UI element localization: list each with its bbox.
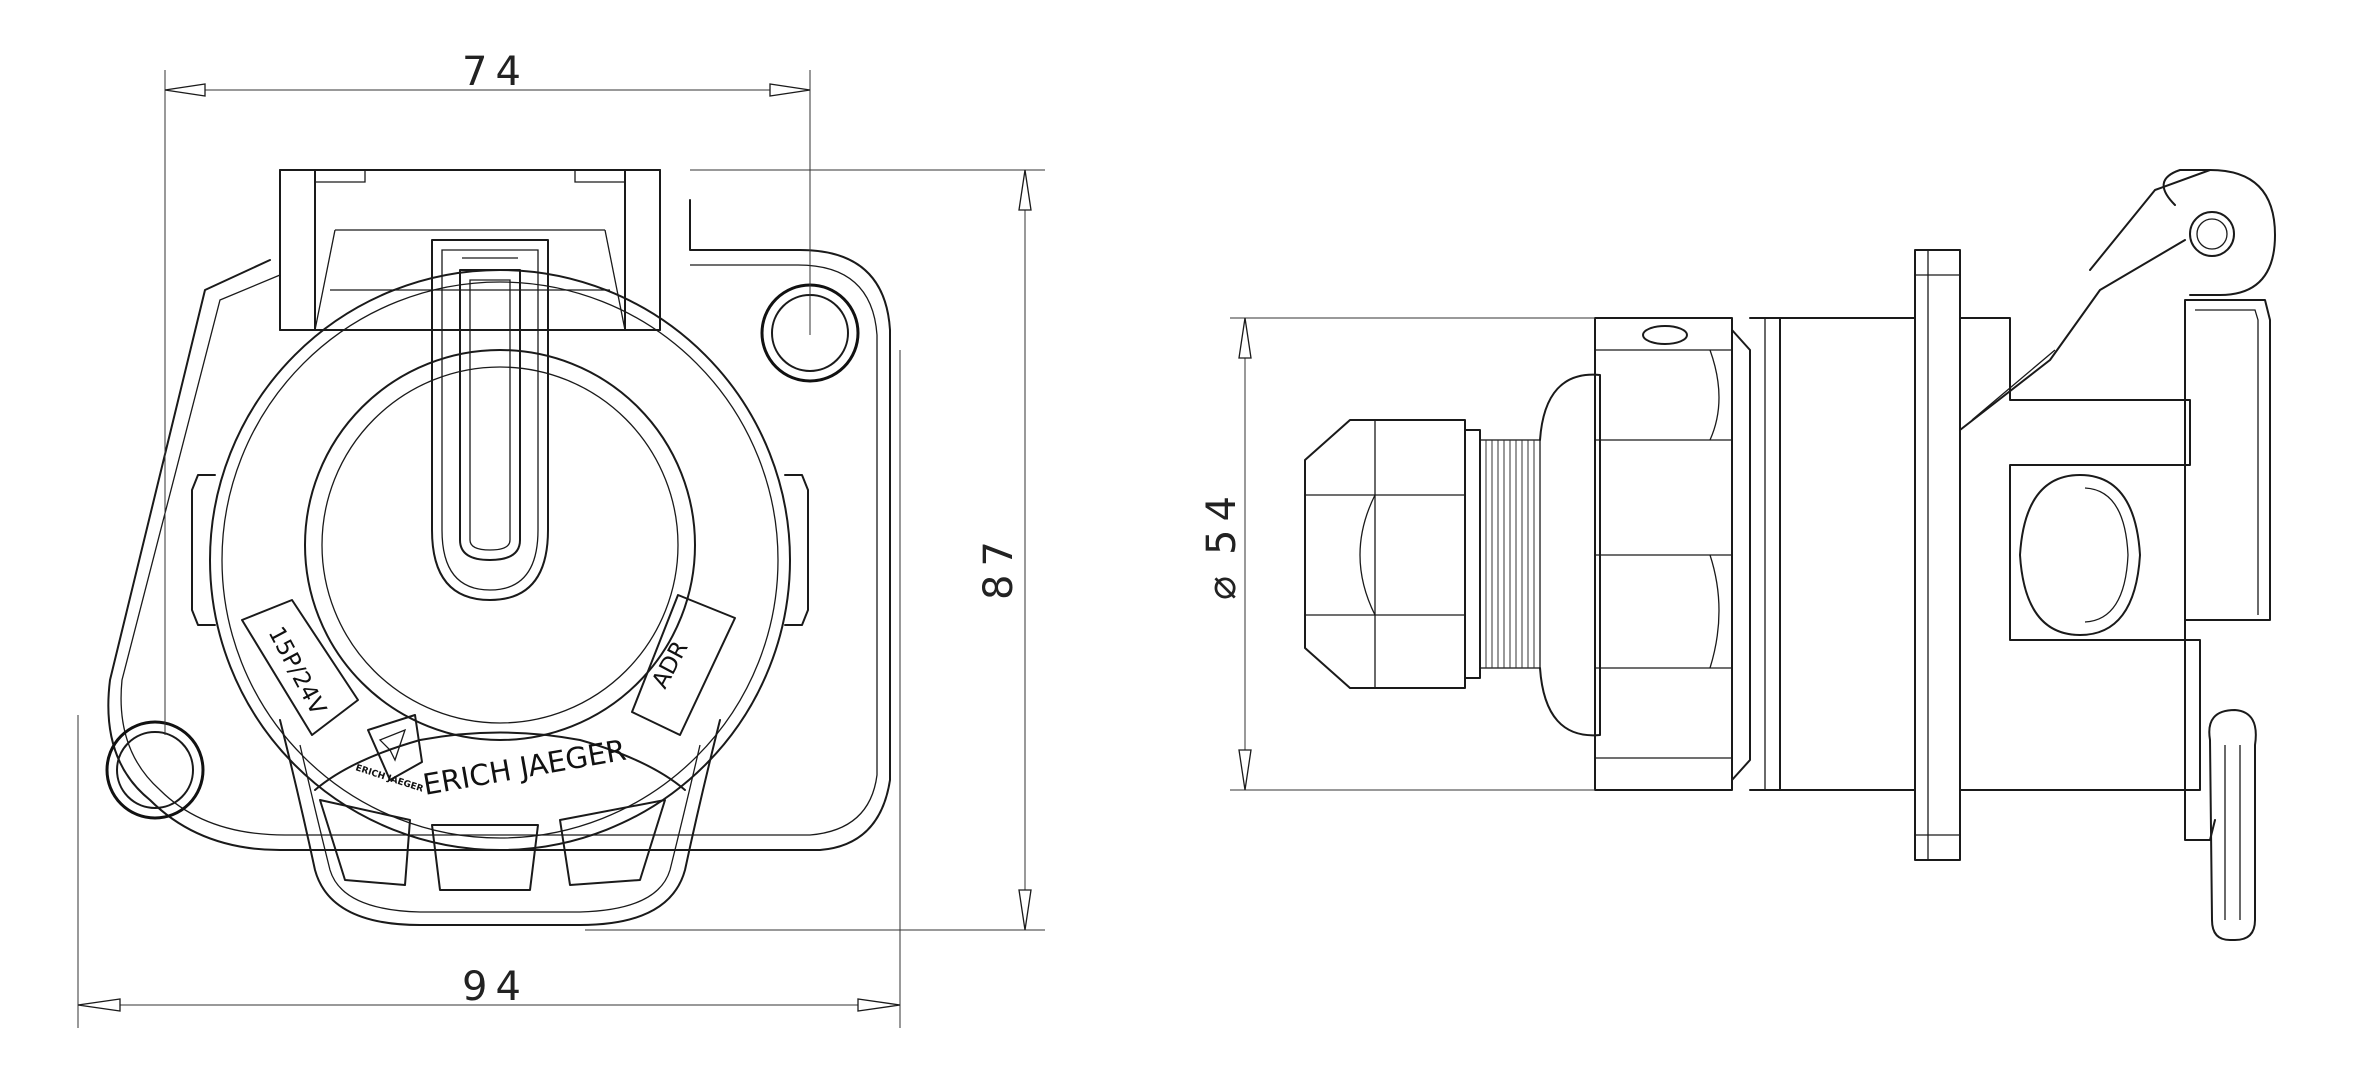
cover-lever <box>431 239 549 601</box>
dimension-diameter: ⌀ 54 <box>1199 317 1595 791</box>
bottom-guard <box>279 719 721 926</box>
grip-window-3 <box>559 799 666 886</box>
dimension-height: 87 <box>585 169 1045 931</box>
brand-label: ERICH JAEGER <box>420 733 628 802</box>
housing-nut <box>1594 317 1751 791</box>
mounting-flange <box>107 199 891 851</box>
latch-left <box>191 474 216 626</box>
adr-plate: ADR <box>631 594 736 736</box>
cover-flap <box>2184 299 2271 941</box>
thread <box>1479 439 1541 669</box>
dim-87: 87 <box>976 533 1022 600</box>
grip-window-2 <box>431 824 539 891</box>
cover-inner-ring <box>304 349 696 741</box>
mounting-hole-left <box>105 720 205 820</box>
side-view: ⌀ 54 <box>1199 169 2276 941</box>
gland-nut <box>1304 419 1481 689</box>
hinge-block <box>279 169 661 331</box>
socket-body <box>1959 169 2211 791</box>
flange-plate <box>1914 249 1961 861</box>
voltage-plate: 15P/24V <box>241 599 359 736</box>
dim-94: 94 <box>462 964 529 1010</box>
dimension-width-top: 74 <box>164 49 811 735</box>
dim-54: 54 <box>1199 488 1245 555</box>
dim-diameter-symbol: ⌀ <box>1199 568 1245 600</box>
body-cylinder <box>1749 317 1916 791</box>
dimension-width-bottom: 94 <box>77 350 901 1028</box>
latch-right <box>784 474 809 626</box>
side-boss <box>2019 474 2141 636</box>
dim-74: 74 <box>462 49 529 95</box>
dome <box>1539 373 1601 737</box>
brand-small-label: ERICH JAEGER <box>354 763 424 794</box>
grip-window-1 <box>319 799 411 886</box>
front-view: 15P/24V ADR ERICH JAEGER ERICH JAEGER <box>77 49 1045 1028</box>
brand-logo: ERICH JAEGER <box>354 714 424 795</box>
hinge-pin <box>2162 169 2276 296</box>
